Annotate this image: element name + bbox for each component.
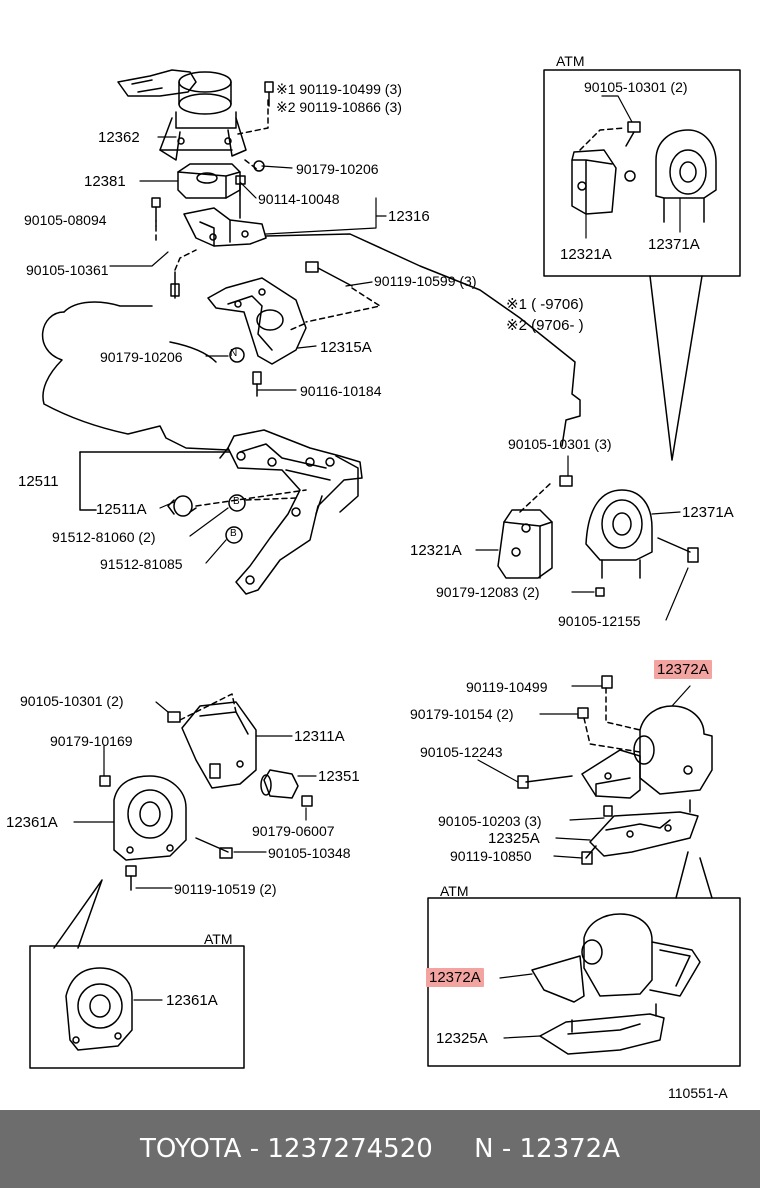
footer-part-number: 1237274520	[267, 1134, 433, 1164]
mount-12361A-drawing	[99, 775, 233, 891]
block-12381-drawing	[177, 160, 265, 219]
callout-label: 12371A	[648, 236, 700, 253]
bracket-line-12511	[79, 451, 97, 511]
transaxle-outline	[42, 301, 229, 451]
callout-label: ※2 90119-10866 (3)	[276, 99, 402, 115]
mount-12371A-drawing	[585, 489, 699, 579]
footer-separator: -	[493, 1134, 520, 1164]
callout-label: 90179-10206	[100, 349, 183, 365]
callout-label: 90105-10361	[26, 262, 109, 278]
atm-right-assembly	[531, 913, 701, 1055]
callout-label: 90105-10301 (2)	[584, 79, 688, 95]
atm-left-mount	[65, 967, 133, 1051]
link-to-atm-right	[675, 851, 713, 899]
callout-label: 12321A	[560, 246, 612, 263]
footer-bar: TOYOTA - 1237274520 N - 12372A	[0, 1110, 760, 1188]
callout-label: ※2 (9706- )	[506, 317, 584, 334]
leader-dashes-12315	[289, 287, 381, 331]
callout-label: 90105-08094	[24, 212, 107, 228]
callout-label: 90119-10499	[466, 679, 548, 695]
leader-chain-line	[265, 233, 581, 447]
callout-label: 90179-12083 (2)	[436, 584, 540, 600]
callout-label: 90116-10184	[300, 383, 382, 399]
callout-label: 12362	[98, 129, 140, 146]
footer-ref-code: 12372A	[519, 1134, 621, 1164]
bracket-12321A-drawing	[497, 475, 605, 597]
mount-12372A-drawing	[517, 675, 713, 799]
callout-label: 12361A	[166, 992, 218, 1009]
marker-b: B	[230, 528, 237, 539]
footer-separator: -	[241, 1134, 268, 1164]
callout-label: 12361A	[6, 814, 58, 831]
footer-ref-letter: N	[474, 1134, 494, 1164]
atm-top-parts	[571, 121, 717, 223]
callout-label: ※1 ( -9706)	[506, 296, 584, 313]
callout-label: 90119-10519 (2)	[174, 881, 277, 897]
mount-12362-drawing	[117, 69, 247, 161]
bracket-12315A-drawing	[207, 261, 353, 397]
callout-label: ATM	[204, 931, 233, 947]
leader-dashes-12511	[195, 489, 307, 507]
callout-label: 90105-10301 (3)	[508, 436, 612, 452]
callout-label: 91512-81085	[100, 556, 183, 572]
callout-label: 90105-10348	[268, 845, 351, 861]
leader-lines	[73, 95, 691, 1039]
callout-label: 90114-10048	[258, 191, 340, 207]
callout-label: 12311A	[294, 728, 345, 745]
callout-label: 12321A	[410, 542, 462, 559]
callout-label: 12371A	[682, 504, 734, 521]
leader-dashes-top	[237, 99, 269, 171]
callout-label: 90179-10206	[296, 161, 379, 177]
callout-label: 110551-A	[668, 1085, 728, 1101]
callout-label: 12381	[84, 173, 126, 190]
link-to-atm-left	[53, 879, 103, 949]
callout-label-highlighted: 12372A	[426, 968, 484, 987]
callout-label: 12315A	[320, 339, 372, 356]
callout-label: 90105-10203 (3)	[438, 813, 542, 829]
callout-label: 90179-10169	[50, 733, 133, 749]
plate-12325A-drawing	[581, 799, 699, 865]
callout-label: 12325A	[488, 830, 540, 847]
bracket-12311A-drawing	[167, 701, 257, 789]
marker-n: N	[230, 348, 238, 359]
callout-label: 12351	[318, 768, 360, 785]
callout-label-highlighted: 12372A	[654, 660, 712, 679]
callout-label: 91512-81060 (2)	[52, 529, 156, 545]
callout-label: 90105-12155	[558, 613, 641, 629]
bolt-top	[264, 81, 274, 107]
dash-12372A	[583, 687, 641, 753]
callout-label: 90179-10154 (2)	[410, 706, 514, 722]
dash-12321A	[519, 481, 553, 513]
bracket-12511-drawing	[167, 429, 363, 595]
leader-dashes-bracket	[155, 225, 197, 271]
callout-label: 12511A	[96, 501, 147, 518]
callout-label: ATM	[440, 883, 469, 899]
callout-label: ※1 90119-10499 (3)	[276, 81, 402, 97]
atm-top-dash	[579, 127, 625, 151]
diagram-drawing	[29, 69, 741, 1069]
callout-label: 12325A	[436, 1030, 488, 1047]
footer-brand: TOYOTA	[139, 1134, 242, 1164]
bracket-12316-drawing	[151, 197, 267, 299]
footer-gap	[433, 1134, 474, 1164]
atm-box-top	[543, 69, 741, 277]
atm-top-link	[649, 275, 703, 461]
callout-label: 12316	[388, 208, 430, 225]
callout-label: 90179-06007	[252, 823, 335, 839]
callout-label: 90119-10599 (3)	[374, 273, 477, 289]
parts-diagram: ※1 90119-10499 (3) ※2 90119-10866 (3) 12…	[6, 53, 741, 1101]
callout-label: 90105-10301 (2)	[20, 693, 124, 709]
marker-b: B	[233, 496, 240, 507]
callout-label: 90119-10850	[450, 848, 532, 864]
callout-label: 12511	[18, 473, 59, 490]
bushing-12351-drawing	[260, 769, 313, 807]
dash-12311A	[179, 693, 237, 721]
callout-label: ATM	[556, 53, 585, 69]
callout-label: 90105-12243	[420, 744, 503, 760]
atm-box-left	[29, 945, 245, 1069]
